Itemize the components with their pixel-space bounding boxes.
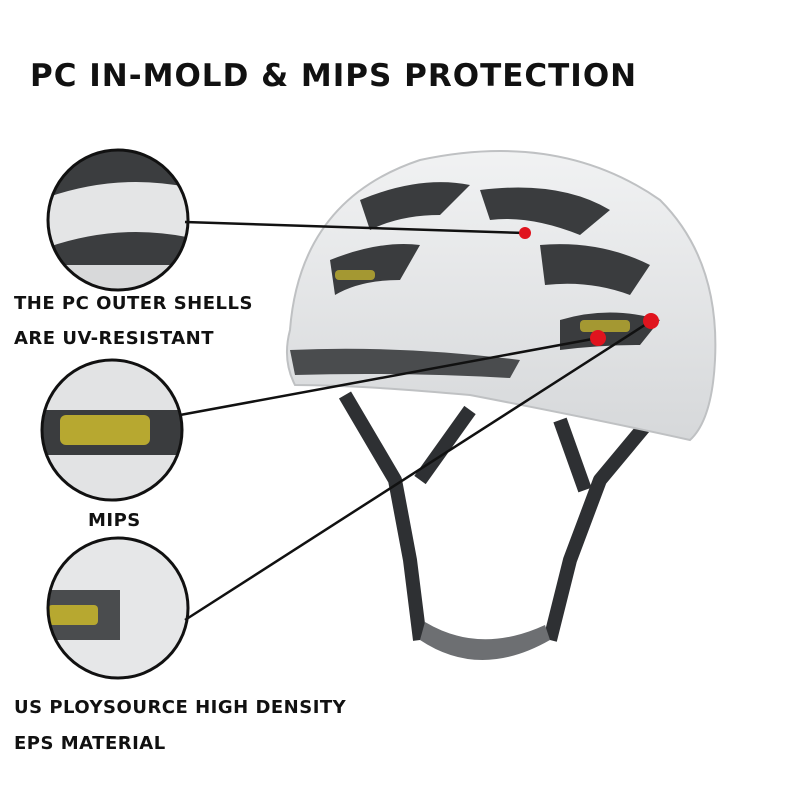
helmet-vents bbox=[290, 182, 660, 378]
helmet-straps bbox=[338, 391, 656, 642]
detail-circle-mips bbox=[40, 358, 184, 502]
detail-circle-eps bbox=[46, 536, 190, 680]
callout-mips: MIPS bbox=[88, 510, 141, 531]
chin-pad bbox=[420, 622, 550, 660]
callout-shell-line1: THE PC OUTER SHELLS bbox=[14, 293, 253, 314]
detail-circle-shell bbox=[46, 148, 190, 292]
marker-dot-eps bbox=[643, 313, 659, 329]
marker-dot-mips bbox=[590, 330, 606, 346]
callout-shell-line2: ARE UV-RESISTANT bbox=[14, 328, 214, 349]
page-title: PC IN-MOLD & MIPS PROTECTION bbox=[30, 58, 638, 94]
leader-lines bbox=[179, 220, 652, 622]
callout-eps-line2: EPS MATERIAL bbox=[14, 733, 166, 754]
mips-liner-visible bbox=[335, 270, 630, 332]
marker-dots bbox=[519, 227, 659, 346]
marker-dot-shell bbox=[519, 227, 531, 239]
callout-eps-line1: US PLOYSOURCE HIGH DENSITY bbox=[14, 697, 347, 718]
